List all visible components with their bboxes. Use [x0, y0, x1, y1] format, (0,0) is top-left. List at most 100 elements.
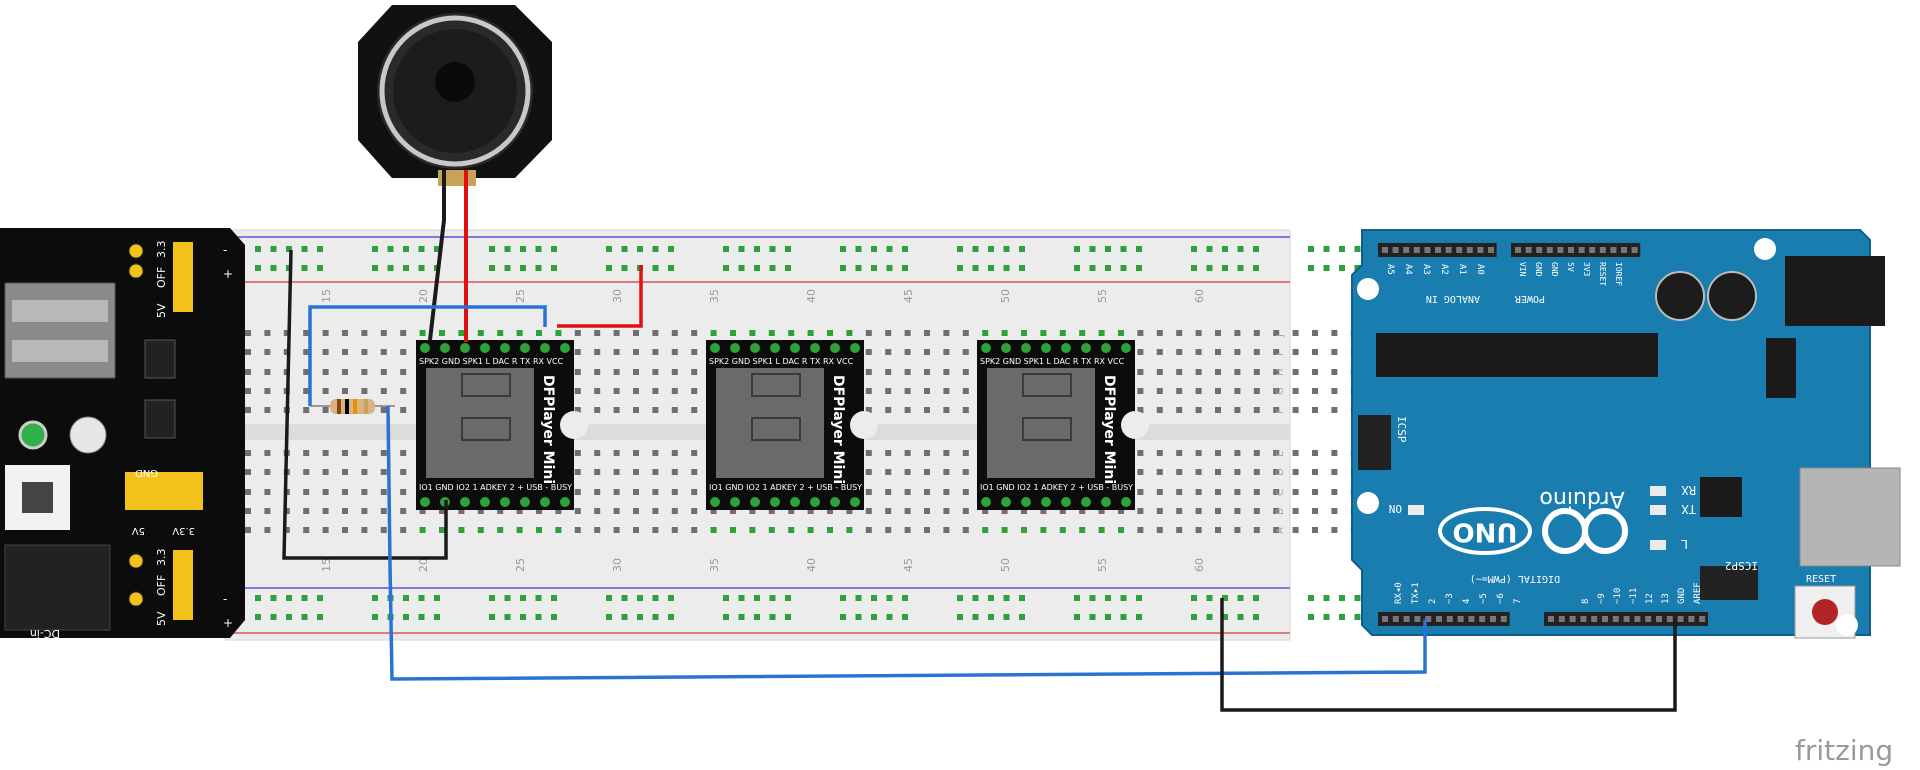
breadboard-hole	[691, 450, 698, 456]
rail-hole	[871, 246, 877, 252]
rail-hole	[1308, 595, 1314, 601]
breadboard-hole	[1292, 330, 1299, 336]
power-led	[18, 420, 48, 450]
breadboard-hole	[1156, 508, 1163, 514]
column-number: 50	[999, 289, 1012, 303]
rail-hole	[652, 595, 659, 601]
breadboard-hole	[1273, 388, 1280, 394]
dfplayer-title: DFPlayer Mini	[540, 375, 556, 484]
rail-hole	[637, 595, 643, 601]
breadboard-hole	[361, 450, 368, 456]
usb-port-inner	[12, 300, 108, 322]
header-label: GND	[1534, 262, 1543, 277]
rail-hole	[372, 614, 378, 620]
header-label: 3V3	[1582, 262, 1591, 277]
reset-button[interactable]	[1812, 599, 1838, 625]
breadboard-hole	[1001, 330, 1008, 336]
breadboard-hole	[1292, 349, 1299, 355]
rail-hole	[754, 595, 760, 601]
pm-gnd-label: GND	[135, 467, 158, 478]
breadboard-hole	[380, 489, 387, 495]
breadboard-hole	[264, 469, 271, 475]
rail-hole	[1354, 595, 1361, 601]
breadboard-hole	[555, 508, 562, 514]
rail-hole	[871, 265, 877, 271]
rail-hole	[769, 265, 776, 271]
rail-hole	[1120, 265, 1127, 271]
header-socket	[1488, 247, 1494, 253]
rail-hole	[255, 595, 261, 601]
sd-card-detail	[1022, 417, 1072, 441]
rail-hole	[785, 246, 791, 252]
rail-hole	[1191, 595, 1197, 601]
rail-hole	[535, 614, 542, 620]
breadboard-hole	[477, 527, 484, 533]
breadboard-hole	[652, 407, 659, 413]
breadboard-hole	[1253, 450, 1260, 456]
breadboard-hole	[400, 349, 407, 355]
rail-hole	[1136, 595, 1142, 601]
rail-hole	[1206, 614, 1213, 620]
breadboard-hole	[536, 330, 542, 336]
row-letter: D	[1275, 468, 1286, 476]
dfplayer-bottom-pins: IO1 GND IO2 1 ADKEY 2 + USB - BUSY	[980, 483, 1133, 492]
breadboard-hole	[633, 369, 639, 375]
breadboard-hole	[1331, 388, 1338, 394]
rail-hole	[754, 614, 760, 620]
breadboard-hole	[245, 527, 251, 533]
rail-hole	[387, 265, 394, 271]
dfplayer-pin	[810, 343, 820, 353]
breadboard-hole	[827, 508, 833, 514]
breadboard-hole	[380, 330, 387, 336]
rail-hole	[1339, 246, 1345, 252]
rail-hole	[637, 614, 643, 620]
resistor-band	[353, 399, 357, 414]
pm-bottom-label-5v: 5V	[155, 611, 168, 626]
rail-hole	[902, 595, 908, 601]
rail-hole	[902, 614, 908, 620]
digital-pin-label: 8	[1581, 599, 1591, 604]
breadboard-hole	[691, 349, 698, 355]
breadboard-hole	[1176, 527, 1183, 533]
header-socket	[1436, 616, 1442, 622]
rail-hole	[957, 595, 963, 601]
rail-hole	[520, 614, 526, 620]
column-number: 15	[320, 558, 333, 572]
sd-card-detail	[751, 417, 801, 441]
row-letter: G	[1275, 387, 1286, 395]
trimmer	[69, 416, 107, 454]
breadboard-hole	[1234, 349, 1241, 355]
breadboard-hole	[943, 450, 950, 456]
sd-card-slot	[987, 368, 1095, 478]
rail-hole	[972, 246, 979, 252]
header-label: A5	[1385, 264, 1395, 275]
header-socket	[1599, 247, 1606, 253]
rail-hole	[418, 265, 425, 271]
header-socket	[1392, 616, 1399, 622]
breadboard-hole	[574, 489, 581, 495]
icsp-label: ICSP	[1395, 416, 1408, 443]
rail-hole	[855, 595, 862, 601]
breadboard-hole	[594, 469, 601, 475]
breadboard-hole	[400, 388, 407, 394]
header-socket	[1578, 247, 1585, 253]
breadboard-hole	[1176, 450, 1183, 456]
breadboard-hole	[962, 369, 969, 375]
breadboard-hole	[1312, 407, 1318, 413]
breadboard-hole	[1137, 450, 1144, 456]
breadboard-hole	[245, 508, 251, 514]
breadboard-hole	[322, 407, 329, 413]
rail-hole	[403, 614, 409, 620]
breadboard-hole	[1156, 450, 1163, 456]
breadboard-hole	[322, 369, 329, 375]
rail-hole	[738, 246, 745, 252]
dfplayer-pin	[1121, 497, 1131, 507]
breadboard-hole	[342, 330, 348, 336]
rail-hole	[535, 265, 542, 271]
rail-hole	[1339, 265, 1345, 271]
rail-hole	[957, 265, 963, 271]
breadboard-hole	[1137, 489, 1144, 495]
column-number: 55	[1096, 558, 1109, 572]
breadboard-hole	[633, 349, 639, 355]
dfplayer-pin	[850, 497, 860, 507]
